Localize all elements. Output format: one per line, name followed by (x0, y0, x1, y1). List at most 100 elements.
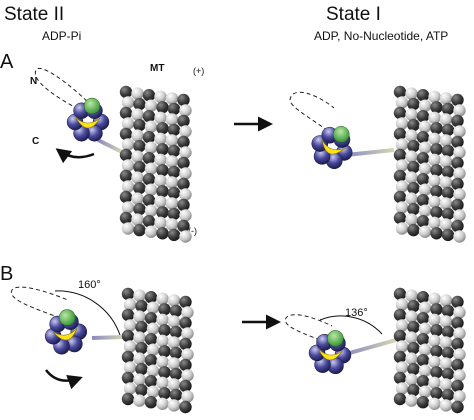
tubulin-subunit (395, 138, 409, 151)
tubulin-subunit (154, 195, 167, 208)
tubulin-subunit (395, 382, 409, 395)
tubulin-subunit (418, 162, 432, 175)
tubulin-subunit (405, 394, 418, 407)
tubulin-subunit (179, 400, 192, 414)
tubulin-subunit (146, 322, 160, 335)
microtubule-a-state2 (119, 85, 192, 243)
tubulin-subunit (439, 134, 453, 147)
tubulin-subunit (167, 336, 181, 349)
tubulin-subunit (177, 198, 190, 212)
tubulin-subunit (393, 169, 407, 183)
tubulin-subunit (395, 361, 409, 374)
tubulin-subunit (179, 295, 192, 309)
tubulin-subunit (144, 333, 158, 346)
tubulin-subunit (179, 209, 192, 222)
tubulin-subunit (154, 216, 167, 229)
tubulin-subunit (453, 125, 466, 138)
tubulin-subunit (135, 299, 148, 313)
green-domain (83, 97, 101, 115)
tubulin-subunit (131, 171, 144, 184)
tubulin-subunit (393, 106, 407, 120)
tubulin-subunit (142, 131, 156, 144)
tubulin-subunit (179, 230, 192, 243)
tubulin-subunit (430, 324, 443, 337)
tubulin-subunit (451, 316, 464, 330)
tubulin-subunit (119, 211, 133, 225)
tubulin-subunit (135, 341, 148, 355)
tubulin-subunit (144, 204, 158, 217)
tubulin-subunit (156, 313, 169, 326)
tubulin-subunit (451, 177, 464, 191)
stalk-b-state1 (345, 338, 397, 356)
tubulin-subunit (430, 143, 443, 156)
tubulin-subunit (416, 173, 430, 186)
motor-head-a-state1 (311, 126, 353, 170)
tubulin-subunit (428, 334, 441, 347)
tubulin-subunit (165, 176, 179, 189)
tubulin-subunit (169, 325, 183, 339)
tubulin-subunit (441, 388, 455, 402)
tubulin-subunit (451, 114, 464, 128)
tubulin-subunit (179, 104, 192, 117)
motor-head-b-state2 (44, 309, 88, 355)
tubulin-subunit (133, 202, 146, 216)
tubulin-subunit (181, 390, 194, 403)
tubulin-subunit (144, 312, 158, 325)
tubulin-subunit (430, 164, 443, 177)
tubulin-subunit (393, 287, 407, 301)
rotation-arrow-b (45, 369, 83, 390)
tubulin-subunit (418, 322, 432, 335)
tubulin-subunit (121, 117, 135, 130)
tubulin-subunit (407, 383, 420, 397)
tubulin-subunit (133, 97, 146, 111)
tubulin-subunit (428, 313, 441, 326)
tubulin-subunit (142, 152, 156, 165)
tubulin-subunit (416, 396, 430, 409)
tubulin-subunit (167, 207, 181, 221)
tubulin-subunit (156, 101, 169, 114)
tubulin-subunit (407, 202, 420, 216)
tubulin-subunit (154, 132, 167, 145)
tubulin-subunit (131, 87, 144, 100)
plus-end-label: (+) (193, 66, 204, 76)
tubulin-subunit (453, 146, 466, 159)
tubulin-subunit (177, 93, 190, 107)
tubulin-subunit (167, 357, 181, 370)
tubulin-subunit (158, 303, 171, 316)
tubulin-subunit (407, 160, 420, 174)
tubulin-subunit (451, 93, 464, 107)
tubulin-subunit (428, 397, 441, 410)
tubulin-subunit (121, 138, 135, 151)
tubulin-subunit (418, 204, 432, 217)
tubulin-subunit (416, 110, 430, 123)
tubulin-subunit (133, 223, 146, 237)
tubulin-subunit (405, 352, 418, 365)
tubulin-subunit (177, 114, 190, 128)
tubulin-subunit (416, 89, 430, 102)
tubulin-subunit (418, 301, 432, 314)
panel-a-label: A (0, 51, 14, 73)
microtubule-b-state1 (393, 287, 466, 414)
tubulin-subunit (169, 367, 183, 381)
n-linker-dashed-b2 (284, 314, 333, 341)
tubulin-subunit (451, 198, 464, 212)
tubulin-subunit (418, 364, 432, 377)
tubulin-subunit (121, 329, 135, 343)
green-domain (332, 126, 350, 143)
tubulin-subunit (407, 223, 420, 237)
tubulin-subunit (416, 333, 430, 346)
tubulin-subunit (156, 292, 169, 305)
tubulin-subunit (169, 304, 183, 318)
tubulin-subunit (451, 400, 464, 414)
tubulin-subunit (179, 358, 192, 372)
tubulin-subunit (453, 390, 466, 403)
tubulin-subunit (393, 211, 407, 225)
tubulin-subunit (428, 174, 441, 187)
tubulin-subunit (179, 167, 192, 180)
tubulin-subunit (144, 162, 158, 175)
tubulin-subunit (416, 131, 430, 144)
tubulin-subunit (135, 320, 148, 334)
tubulin-subunit (393, 127, 407, 141)
tubulin-subunit (144, 183, 158, 196)
tubulin-subunit (121, 96, 135, 109)
